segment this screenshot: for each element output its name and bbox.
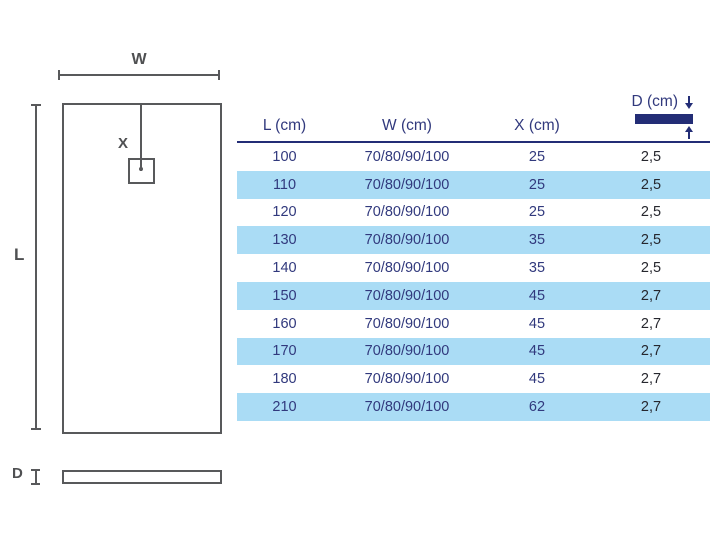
cell-l: 100: [272, 148, 297, 165]
cell-x: 25: [528, 176, 546, 193]
arrow-up-icon: [684, 126, 693, 139]
cell-l: 110: [272, 176, 297, 193]
cell-x: 45: [528, 287, 546, 304]
cell-d: 2,5: [640, 260, 662, 277]
length-label: L: [14, 245, 25, 264]
width-dimension-rule: [60, 74, 218, 76]
cell-w: 70/80/90/100: [364, 343, 450, 360]
drain-center-dot: [139, 167, 143, 171]
cell-d: 2,7: [640, 399, 662, 416]
table-row: 100 70/80/90/100 25 2,5: [237, 143, 710, 171]
header-width: W (cm): [382, 117, 432, 134]
tray-outline: [62, 103, 222, 434]
cell-d: 2,7: [640, 315, 662, 332]
table-row: 180 70/80/90/100 45 2,7: [237, 365, 710, 394]
drain-offset-line: [140, 105, 142, 171]
width-dimension-line: [58, 70, 220, 80]
cell-w: 70/80/90/100: [364, 204, 450, 221]
length-dimension-line: [31, 104, 41, 430]
cell-d: 2,5: [640, 148, 662, 165]
cell-d: 2,7: [640, 287, 662, 304]
table-row: 130 70/80/90/100 35 2,5: [237, 226, 710, 255]
cell-x: 25: [528, 204, 546, 221]
cell-x: 45: [528, 343, 546, 360]
arrow-down-icon: [684, 95, 693, 109]
depth-label: D: [12, 465, 23, 482]
header-length: L (cm): [262, 117, 307, 134]
table-row: 160 70/80/90/100 45 2,7: [237, 309, 710, 338]
width-label: W: [131, 51, 147, 68]
table-row: 140 70/80/90/100 35 2,5: [237, 254, 710, 282]
cell-x: 45: [528, 371, 546, 388]
table-row: 170 70/80/90/100 45 2,7: [237, 337, 710, 366]
table-row: 110 70/80/90/100 25 2,5: [237, 170, 710, 199]
depth-bar-icon: [635, 114, 693, 124]
cell-w: 70/80/90/100: [364, 399, 450, 416]
tray-side-outline: [62, 470, 222, 484]
cell-w: 70/80/90/100: [364, 148, 450, 165]
header-depth: D (cm): [592, 93, 710, 141]
cell-d: 2,5: [640, 204, 662, 221]
cell-w: 70/80/90/100: [364, 260, 450, 277]
cell-d: 2,5: [640, 176, 662, 193]
table-row: 150 70/80/90/100 45 2,7: [237, 281, 710, 310]
table-body: 100 70/80/90/100 25 2,5 110 70/80/90/100 25 2,5…: [237, 143, 710, 421]
cell-x: 35: [528, 260, 546, 277]
cell-l: 140: [272, 260, 297, 277]
cell-d: 2,7: [640, 343, 662, 360]
drain-square: [128, 158, 155, 184]
cell-x: 62: [528, 399, 546, 416]
cell-x: 35: [528, 232, 546, 249]
depth-dimension-marker: [31, 469, 40, 485]
cell-l: 130: [272, 232, 297, 249]
table-header-row: L (cm) W (cm) X (cm) D (cm): [237, 85, 710, 143]
cell-l: 180: [272, 371, 297, 388]
cell-l: 170: [272, 343, 297, 360]
depth-header-label: D (cm): [631, 93, 679, 110]
cell-x: 25: [528, 148, 546, 165]
cell-l: 160: [272, 315, 297, 332]
table-row: 210 70/80/90/100 62 2,7: [237, 393, 710, 421]
cell-x: 45: [528, 315, 546, 332]
cell-w: 70/80/90/100: [364, 287, 450, 304]
depth-dimension-rule: [34, 471, 37, 483]
cell-w: 70/80/90/100: [364, 371, 450, 388]
table-row: 120 70/80/90/100 25 2,5: [237, 198, 710, 227]
cell-d: 2,7: [640, 371, 662, 388]
cell-w: 70/80/90/100: [364, 232, 450, 249]
cell-d: 2,5: [640, 232, 662, 249]
cell-w: 70/80/90/100: [364, 315, 450, 332]
cell-l: 120: [272, 204, 297, 221]
header-drain-offset: X (cm): [514, 117, 560, 134]
drain-offset-label: X: [118, 135, 129, 152]
cell-w: 70/80/90/100: [364, 176, 450, 193]
dimensions-table: L (cm) W (cm) X (cm) D (cm) 100 70/80/90/…: [237, 85, 710, 421]
cell-l: 210: [272, 399, 297, 416]
cell-l: 150: [272, 287, 297, 304]
length-dimension-rule: [35, 106, 37, 428]
depth-header-top: D (cm): [632, 93, 694, 111]
